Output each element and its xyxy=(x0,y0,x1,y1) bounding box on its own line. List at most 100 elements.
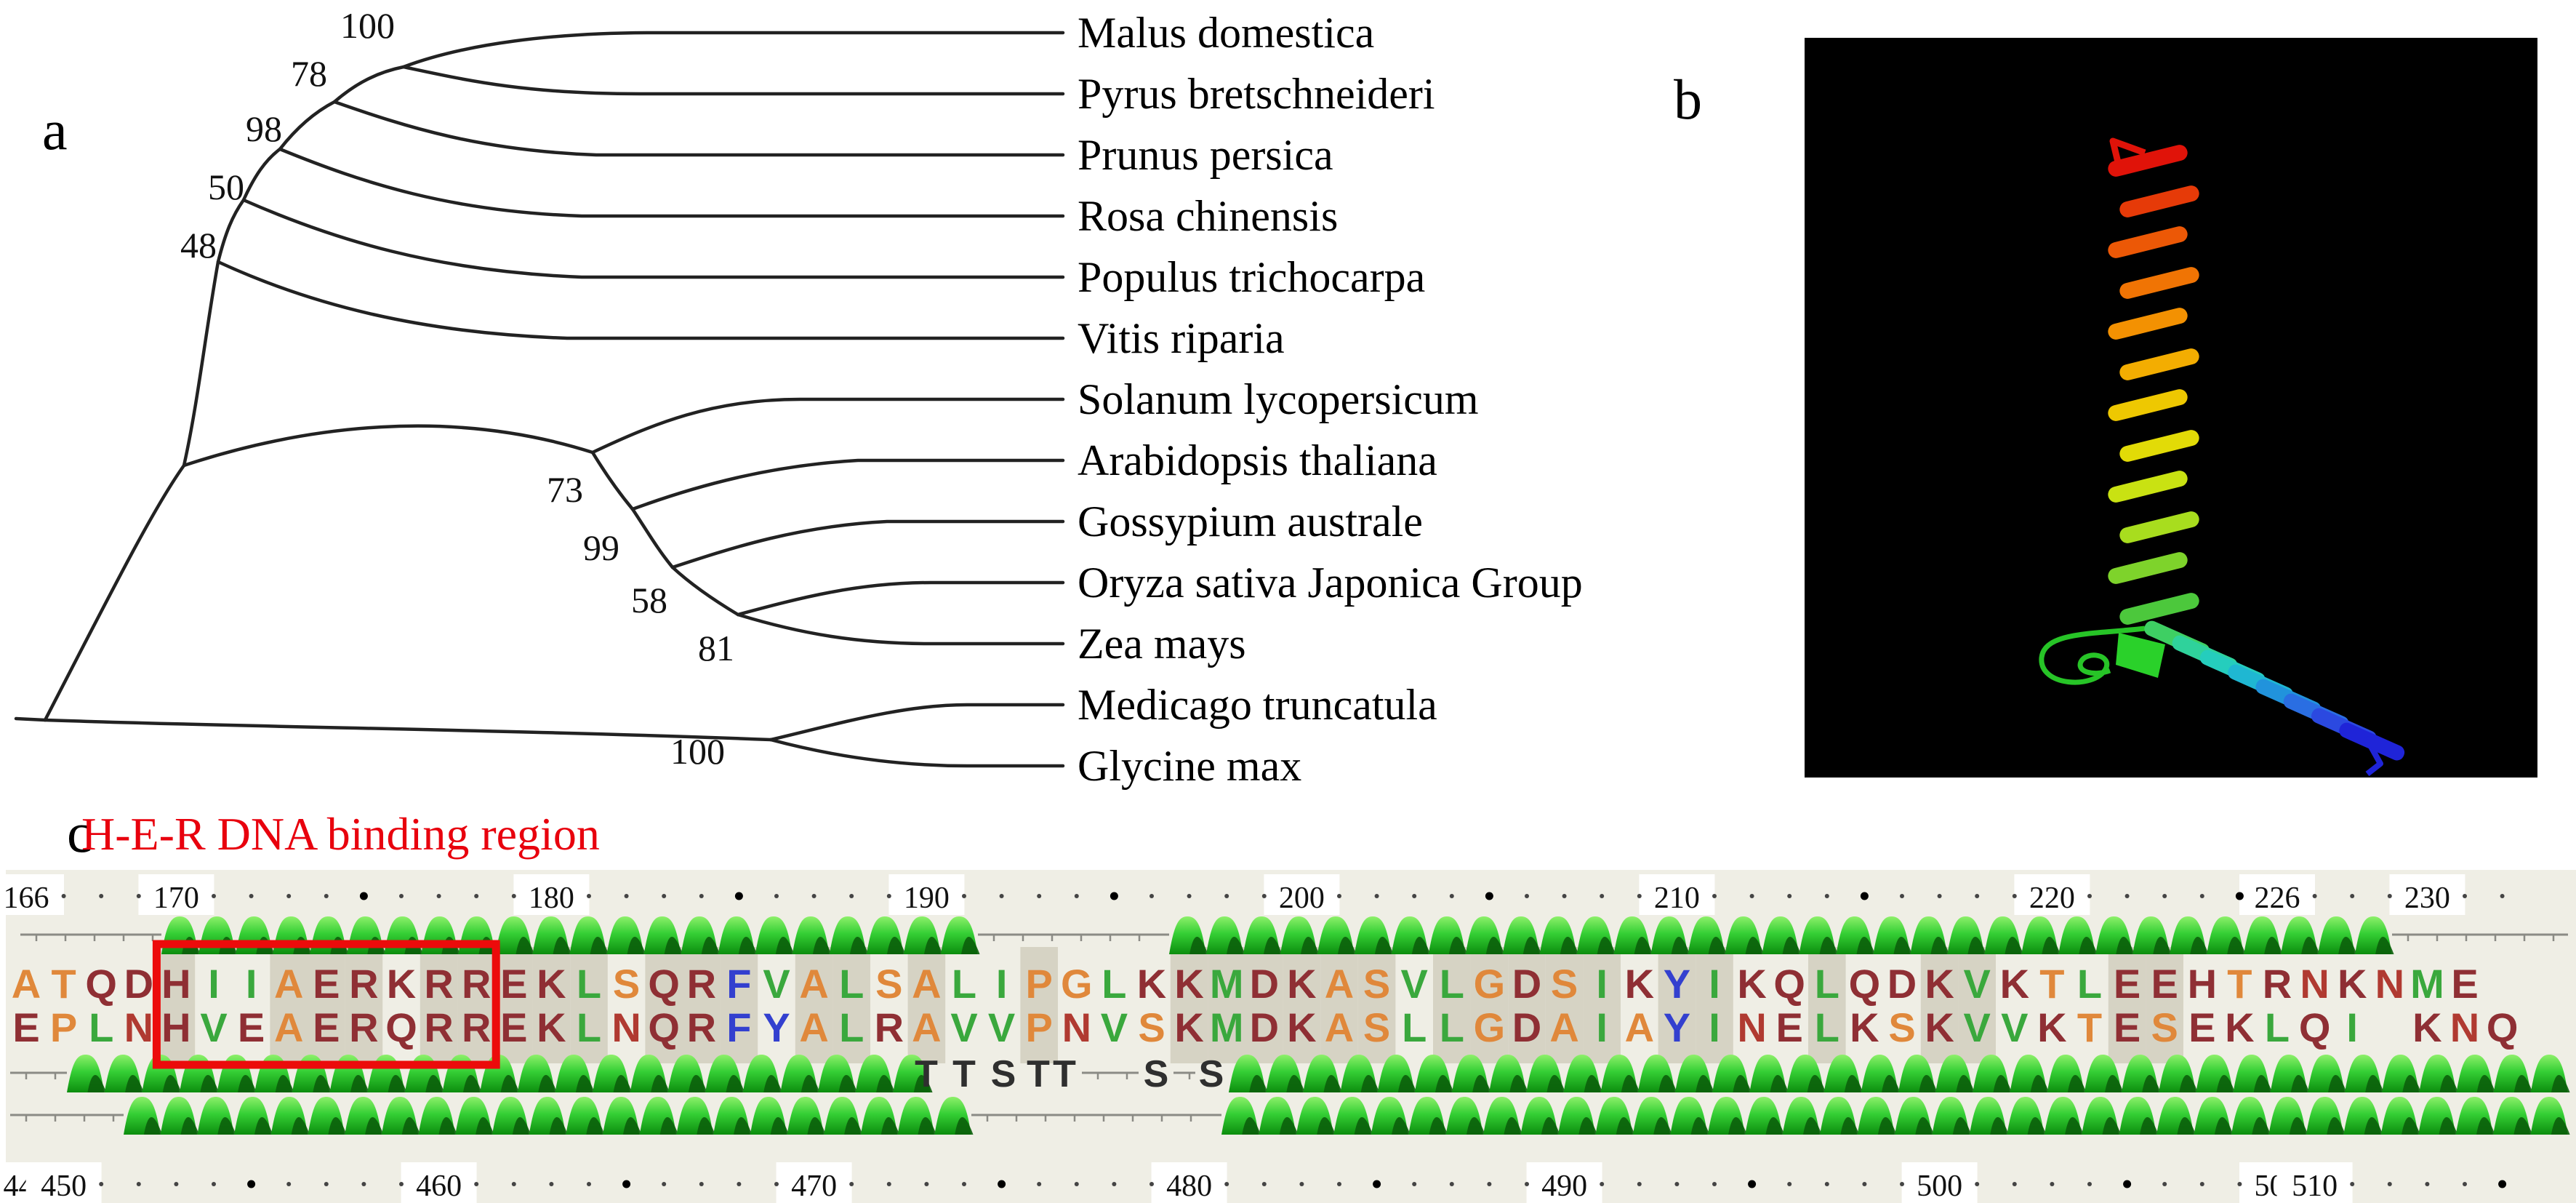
residue-letter: R xyxy=(687,1004,716,1050)
conserved-column xyxy=(1920,947,1959,1063)
residue-letter: E xyxy=(313,1004,340,1050)
tree-branch xyxy=(590,397,1065,455)
helix-glyph-shadow xyxy=(1956,1074,1975,1092)
helix-glyph-shadow xyxy=(1279,1116,1299,1135)
residue-letter: R xyxy=(349,961,378,1007)
helix-turn xyxy=(2108,308,2188,340)
helix-glyph-shadow xyxy=(838,1074,858,1092)
conserved-column xyxy=(1808,947,1846,1063)
ruler-dot xyxy=(2235,892,2244,900)
ruler-dot xyxy=(212,1182,216,1186)
helix-glyph-shadow xyxy=(2252,1116,2271,1135)
residue-letter: Q xyxy=(85,961,117,1007)
helix-glyph-shadow xyxy=(590,936,609,954)
helix-glyph-shadow xyxy=(1286,1074,1305,1092)
helix-glyph-shadow xyxy=(2065,1116,2084,1135)
residue-letter: Q xyxy=(648,961,680,1007)
ruler-dot xyxy=(1712,894,1717,898)
helix-glyph-shadow xyxy=(238,1074,257,1092)
residue-letter: K xyxy=(1287,961,1316,1007)
residue-letter: K xyxy=(1287,1004,1316,1050)
helix-glyph-shadow xyxy=(1392,1116,1411,1135)
ruler-dot xyxy=(1374,894,1379,898)
helix-glyph-shadow xyxy=(1360,1074,1380,1092)
ruler-dot xyxy=(662,894,667,898)
helix-turn xyxy=(2108,552,2188,584)
ruler-dot xyxy=(1187,894,1192,898)
ruler-dot xyxy=(1900,1182,1904,1186)
residue-letter: K xyxy=(1925,1004,1954,1050)
helix-glyph-shadow xyxy=(913,1074,933,1092)
ruler-dot xyxy=(2162,1182,2167,1186)
tree-branch xyxy=(241,198,1065,279)
residue-letter: D xyxy=(1250,1004,1279,1050)
ruler-number: 490 xyxy=(1541,1170,1587,1203)
helix-glyph-shadow xyxy=(1472,1074,1491,1092)
ruler-label-patch xyxy=(1264,874,1340,915)
ruler-dot xyxy=(2350,1182,2355,1186)
tree-branch xyxy=(401,65,1065,96)
n-terminus-tail xyxy=(2109,137,2146,167)
helix-glyph-shadow xyxy=(955,1116,974,1135)
helix-turn xyxy=(2108,145,2188,177)
conserved-column xyxy=(1357,947,1396,1063)
turn-annotation-letter: T xyxy=(952,1053,976,1095)
ruler-dot xyxy=(662,1182,667,1186)
ruler-dot xyxy=(1749,894,1754,898)
conserved-column xyxy=(683,947,721,1063)
species-label: Solanum lycopersicum xyxy=(1078,375,1479,423)
helix-glyph-shadow xyxy=(1728,1116,1747,1135)
residue-letter: K xyxy=(2037,1004,2066,1050)
helix-glyph-shadow xyxy=(1919,1074,1938,1092)
residue-letter: L xyxy=(1102,961,1126,1007)
panel-label-a: a xyxy=(42,98,68,161)
panel-label-b: b xyxy=(1674,68,1702,131)
helix-glyph-shadow xyxy=(1745,936,1765,954)
residue-letter: R xyxy=(687,961,716,1007)
ruler-dot xyxy=(849,1182,854,1186)
ruler-dot xyxy=(212,894,216,898)
helix-glyph-shadow xyxy=(2153,936,2172,954)
helix-glyph-shadow xyxy=(2402,1074,2421,1092)
ruler-dot xyxy=(361,1182,366,1186)
residue-letter: K xyxy=(1137,961,1166,1007)
residue-letter: A xyxy=(1549,1004,1578,1050)
helix-glyph-shadow xyxy=(1967,936,1986,954)
helix-glyph-shadow xyxy=(2214,1116,2234,1135)
helix-glyph-shadow xyxy=(462,1074,482,1092)
helix-glyph-shadow xyxy=(1877,1116,1897,1135)
residue-letter: S xyxy=(875,961,902,1007)
ruler-dot xyxy=(1485,892,1493,900)
helix-glyph-shadow xyxy=(763,1074,782,1092)
residue-letter: S xyxy=(1363,1004,1390,1050)
ruler-dot xyxy=(1787,894,1792,898)
species-label: Vitis riparia xyxy=(1078,314,1285,362)
ruler-number: 500 xyxy=(1917,1170,1962,1203)
ruler-dot xyxy=(1787,1182,1792,1186)
ruler-dot xyxy=(1637,1182,1642,1186)
helix-glyph-shadow xyxy=(2079,936,2098,954)
ruler-dot xyxy=(1937,894,1942,898)
ruler-label-patch xyxy=(1526,1162,1602,1203)
ruler-label-patch xyxy=(401,1162,477,1203)
ruler-dot xyxy=(286,894,292,898)
ruler-dot xyxy=(174,1182,179,1186)
residue-letter: E xyxy=(2451,961,2478,1007)
ruler-dot xyxy=(1712,1182,1717,1186)
helix-glyph-shadow xyxy=(313,1074,332,1092)
species-label: Gossypium australe xyxy=(1078,497,1423,545)
bootstrap-value: 58 xyxy=(631,580,667,620)
helix-glyph-shadow xyxy=(2513,1116,2533,1135)
ruler-dot xyxy=(1525,894,1529,898)
helix-glyph-shadow xyxy=(2190,936,2209,954)
ruler-number: 230 xyxy=(2404,882,2450,915)
conserved-column xyxy=(345,947,383,1063)
ruler-dot xyxy=(1900,894,1904,898)
residue-letter: R xyxy=(424,1004,453,1050)
helix-glyph-shadow xyxy=(143,1116,163,1135)
helix-glyph-shadow xyxy=(275,1074,294,1092)
bootstrap-value: 100 xyxy=(670,731,725,772)
helix-glyph-shadow xyxy=(1448,936,1468,954)
conserved-column xyxy=(1170,947,1208,1063)
ruler-dot xyxy=(1224,894,1229,898)
